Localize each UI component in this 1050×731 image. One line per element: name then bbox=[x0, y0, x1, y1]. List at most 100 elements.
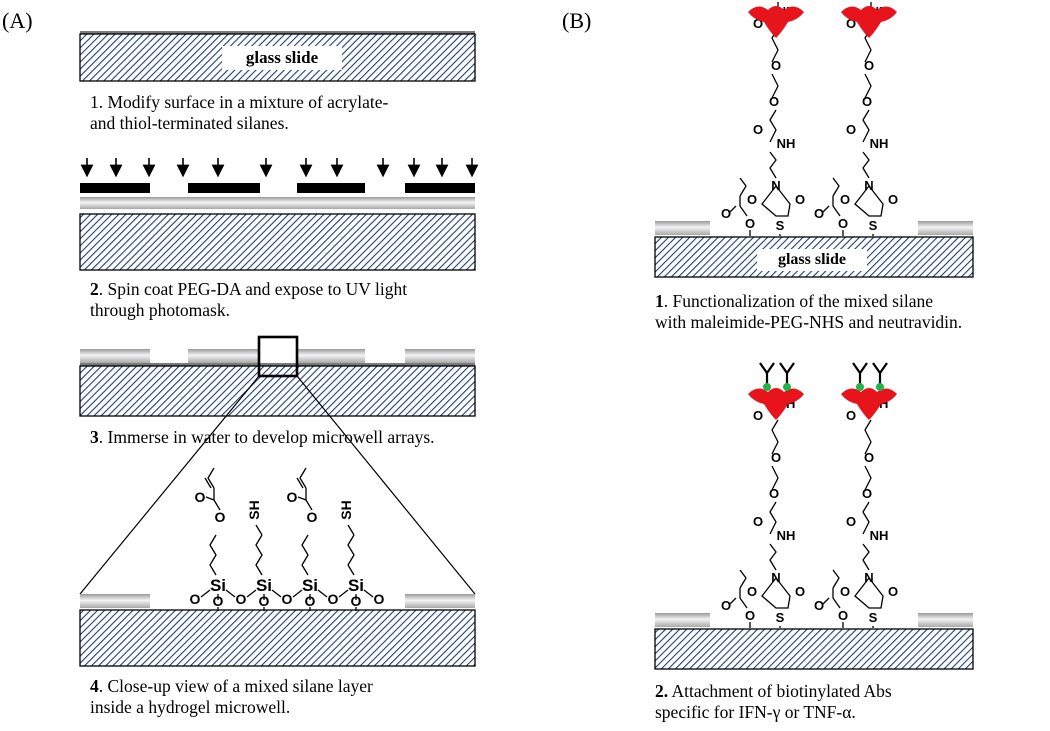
b2-a2-acrylate-vinyl bbox=[832, 569, 840, 589]
b1-left-nh-atom-1: NH bbox=[777, 136, 796, 151]
ester-o-atom-1: O bbox=[215, 509, 226, 525]
bridge-o-atom-5: O bbox=[374, 591, 385, 607]
photomask-block-1 bbox=[80, 183, 150, 193]
si-atom-1: Si bbox=[210, 576, 226, 595]
b2-left-ether-o-1: O bbox=[769, 486, 779, 501]
bridge-o-atom-3: O bbox=[282, 591, 293, 607]
step-a4-number: 4 bbox=[90, 676, 99, 696]
step-a3-line1: . Immerse in water to develop microwell … bbox=[98, 427, 435, 447]
b2-right-ether-o-2: O bbox=[864, 450, 874, 465]
b2-a1-acrylate-c bbox=[739, 588, 748, 609]
b1-right-chain-3 bbox=[864, 73, 872, 99]
ester-co-bond-1 bbox=[205, 496, 215, 501]
b2-a1-acrylate-co-bond bbox=[729, 597, 737, 605]
si-atom-2: Si bbox=[256, 576, 272, 595]
b1-a2-acrylate-c bbox=[832, 196, 841, 217]
silane-layer-3 bbox=[80, 363, 475, 366]
b2-left-ring-o-right: O bbox=[795, 584, 805, 599]
bridge-o-atom-4: O bbox=[328, 591, 339, 607]
step-a2-number: 2 bbox=[90, 279, 99, 299]
b2-hydrogel-right bbox=[918, 613, 973, 627]
b2-right-neutravidin bbox=[841, 388, 897, 420]
closeup-hydrogel-left bbox=[80, 594, 150, 608]
b1-right-neutravidin bbox=[841, 6, 897, 38]
bridge-o-atom-1: O bbox=[190, 591, 201, 607]
vinyl-double-bond-1 bbox=[204, 477, 212, 489]
b1-a1-acrylate-co-bond bbox=[729, 205, 737, 213]
sh-group-1: SH bbox=[246, 500, 262, 519]
b2-left-ab2-biotin bbox=[783, 383, 791, 391]
b2-left-chain-4 bbox=[771, 419, 779, 455]
b1-a1-acrylate-c bbox=[739, 196, 748, 217]
si-o-link-right-2 bbox=[271, 589, 282, 598]
b2-left-amide-o-2: O bbox=[753, 408, 763, 423]
photomask-block-2 bbox=[188, 183, 260, 193]
b2-right-ether-o-1: O bbox=[862, 486, 872, 501]
anchor-o-atom-2: O bbox=[259, 593, 270, 609]
anchor-o-atom-3: O bbox=[305, 593, 316, 609]
propyl-chain-4 bbox=[347, 534, 355, 576]
b2-left-ether-o-2: O bbox=[771, 450, 781, 465]
b1-left-amide-o-1: O bbox=[753, 122, 763, 137]
step-b2-number: 2. bbox=[655, 681, 669, 701]
b1-left-neutravidin bbox=[748, 6, 804, 38]
b1-left-chain-3 bbox=[771, 73, 779, 99]
b2-hydrogel-left bbox=[655, 613, 710, 627]
b1-a2-acrylate-o: O bbox=[838, 216, 848, 231]
ester-o-atom-2: O bbox=[307, 509, 318, 525]
b2-a2-acrylate-o: O bbox=[838, 608, 848, 623]
propyl-chain-2 bbox=[255, 534, 263, 576]
b1-right-maleimide-ring bbox=[854, 184, 884, 217]
b1-right-nh-atom-1: NH bbox=[870, 136, 889, 151]
b2-right-amide-o-1: O bbox=[846, 514, 856, 529]
step-a4-caption: 4. Close-up view of a mixed silane layer… bbox=[90, 676, 373, 718]
b2-left-maleimide-ring bbox=[761, 576, 791, 609]
b2-right-chain-2 bbox=[862, 501, 870, 535]
vinyl-group-1 bbox=[207, 467, 215, 489]
b1-a1-acrylate-co: O bbox=[721, 206, 731, 221]
b2-right-s-atom: S bbox=[869, 610, 878, 625]
b2-right-chain-3 bbox=[864, 465, 872, 491]
step-b1-line1: . Functionalization of the mixed silane bbox=[663, 291, 933, 311]
step-a3-caption: 3. Immerse in water to develop microwell… bbox=[90, 427, 435, 448]
b1-left-chain-2 bbox=[769, 109, 777, 143]
si-o-link-right-3 bbox=[317, 589, 328, 598]
hydrogel-post-2 bbox=[188, 349, 260, 363]
panel-b-glass-slide-label: glass slide bbox=[757, 249, 867, 271]
b2-left-n-atom: N bbox=[771, 570, 780, 585]
b2-right-ab2-arm-right bbox=[879, 362, 888, 374]
b2-left-chain-3 bbox=[771, 465, 779, 491]
b1-a1-acrylate-o: O bbox=[745, 216, 755, 231]
b1-left-n-atom: N bbox=[771, 178, 780, 193]
b2-right-ab2-arm-left bbox=[872, 362, 881, 374]
sh-group-2: SH bbox=[338, 500, 354, 519]
glass-slide-3 bbox=[79, 365, 476, 417]
b1-right-ring-o-left: O bbox=[840, 192, 850, 207]
b2-left-amide-o-1: O bbox=[753, 514, 763, 529]
b2-a2-acrylate-co-bond bbox=[822, 597, 830, 605]
b2-a1-acrylate-o: O bbox=[745, 608, 755, 623]
b1-left-chain-1 bbox=[769, 151, 777, 179]
b2-left-s-atom: S bbox=[776, 610, 785, 625]
b1-right-n-atom: N bbox=[864, 178, 873, 193]
b2-left-ab1-biotin bbox=[763, 383, 771, 391]
b2-a1-acrylate-co: O bbox=[721, 598, 731, 613]
b2-right-ab2-biotin bbox=[876, 383, 884, 391]
b1-left-ring-o-right: O bbox=[795, 192, 805, 207]
b2-right-nh-atom-1: NH bbox=[870, 528, 889, 543]
photomask-block-3 bbox=[297, 183, 365, 193]
si-atom-3: Si bbox=[302, 576, 318, 595]
step-a4-line2: inside a hydrogel microwell. bbox=[90, 697, 291, 717]
b2-a1-acrylate-vinyl bbox=[739, 569, 747, 589]
b1-a2-acrylate-vinyl bbox=[832, 177, 840, 197]
si-atom-4: Si bbox=[348, 576, 364, 595]
b2-right-ring-o-right: O bbox=[888, 584, 898, 599]
b2-right-n-atom: N bbox=[864, 570, 873, 585]
b2-left-ring-o-left: O bbox=[747, 584, 757, 599]
b2-right-chain-4 bbox=[864, 419, 872, 455]
b2-left-nh-atom-1: NH bbox=[777, 528, 796, 543]
b1-right-amide-o-2: O bbox=[846, 16, 856, 31]
propyl-chain-1 bbox=[209, 534, 217, 576]
step-a1-number: 1. bbox=[90, 92, 104, 112]
